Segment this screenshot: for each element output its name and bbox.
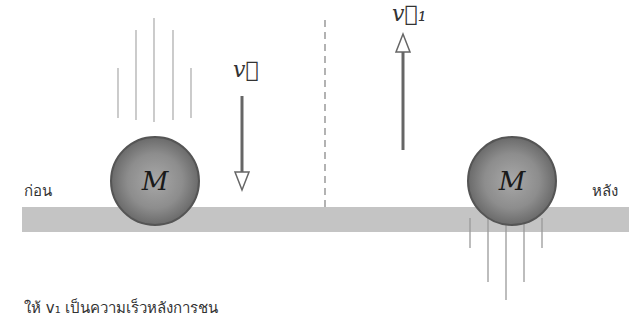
caption-note: ให้ v₁ เป็นความเร็วหลังการชน <box>24 300 218 317</box>
mass-label: M <box>499 168 526 194</box>
after-label: หลัง <box>592 183 618 200</box>
ball: M <box>110 136 200 226</box>
velocity-arrow <box>396 34 410 150</box>
ball: M <box>467 136 557 226</box>
divider-line <box>324 20 325 212</box>
velocity-arrow <box>235 96 249 190</box>
mass-label: M <box>142 168 169 194</box>
velocity-label: v⃗ <box>233 58 259 82</box>
motion-lines <box>118 18 191 122</box>
before-label: ก่อน <box>24 183 52 200</box>
velocity-label: v⃗₁ <box>392 2 426 26</box>
